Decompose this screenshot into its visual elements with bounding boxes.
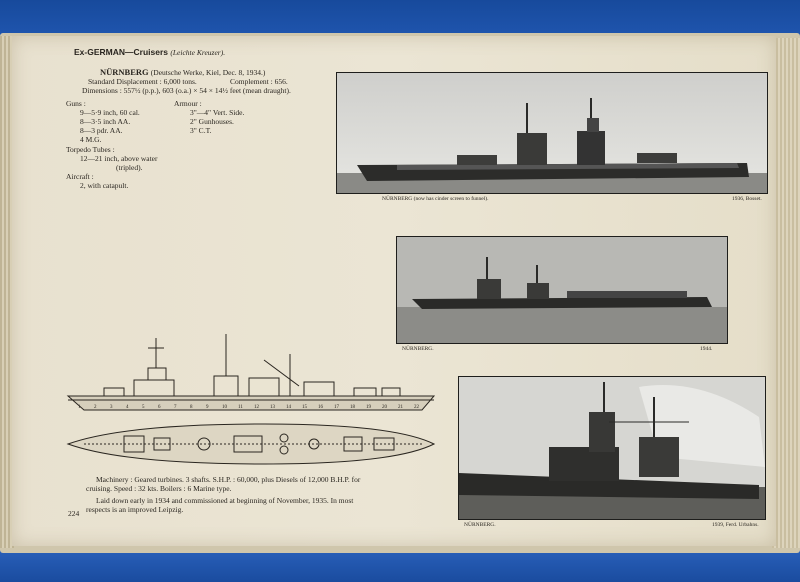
deck-number: 13 bbox=[270, 405, 276, 410]
guns-item: 8—3 pdr. AA. bbox=[80, 126, 123, 135]
history-text: respects is an improved Leipzig. bbox=[86, 505, 184, 514]
guns-item: 4 M.G. bbox=[80, 135, 102, 144]
deck-number: 3 bbox=[110, 405, 113, 410]
armour-title: Armour : bbox=[174, 99, 202, 108]
guns-item: 8—3·5 inch AA. bbox=[80, 117, 131, 126]
guns-item: 9—5·9 inch, 60 cal. bbox=[80, 108, 140, 117]
machinery-text: Machinery : Geared turbines. 3 shafts. S… bbox=[96, 475, 361, 484]
deck-number: 7 bbox=[174, 405, 177, 410]
armour-item: 2" Gunhouses. bbox=[190, 117, 234, 126]
guns-title: Guns : bbox=[66, 99, 86, 108]
ship-plan-drawing bbox=[64, 420, 439, 473]
page-number: 224 bbox=[68, 509, 80, 518]
torpedo-item: (tripled). bbox=[116, 163, 143, 172]
left-page-stack bbox=[0, 36, 14, 548]
aircraft-title: Aircraft : bbox=[66, 172, 94, 181]
armour-item: 3"—4" Vert. Side. bbox=[190, 108, 245, 117]
deck-number: 18 bbox=[350, 405, 356, 410]
photo-2-caption: NÜRNBERG. bbox=[402, 346, 434, 352]
right-page-stack bbox=[772, 38, 800, 548]
deck-number: 22 bbox=[414, 405, 420, 410]
ship-photo-3 bbox=[458, 376, 766, 520]
ship-name: NÜRNBERG bbox=[100, 67, 149, 77]
deck-number: 11 bbox=[238, 405, 243, 410]
section-header: Ex-GERMAN—Cruisers (Leichte Kreuzer). bbox=[74, 48, 225, 57]
aircraft-item: 2, with catapult. bbox=[80, 181, 129, 190]
deck-number: 9 bbox=[206, 405, 209, 410]
deck-number: 5 bbox=[142, 405, 145, 410]
ship-photo-2 bbox=[396, 236, 728, 344]
deck-number: 14 bbox=[286, 405, 292, 410]
ship-photo-1 bbox=[336, 72, 768, 194]
torpedo-title: Torpedo Tubes : bbox=[66, 145, 115, 154]
deck-number: 8 bbox=[190, 405, 193, 410]
history-text: Laid down early in 1934 and commissioned… bbox=[96, 496, 354, 505]
ship-builder: (Deutsche Werke, Kiel, Dec. 8, 1934.) bbox=[150, 68, 266, 77]
deck-number: 6 bbox=[158, 405, 161, 410]
deck-number: 20 bbox=[382, 405, 388, 410]
deck-number: 2 bbox=[94, 405, 97, 410]
deck-number: 1 bbox=[78, 405, 81, 410]
deck-number: 17 bbox=[334, 405, 340, 410]
book-page: Ex-GERMAN—Cruisers (Leichte Kreuzer). NÜ… bbox=[12, 36, 776, 546]
photo-3-credit: 1939, Ferd. Urbahns. bbox=[712, 522, 759, 528]
deck-number: 4 bbox=[126, 405, 129, 410]
ship-profile-drawing: 1 2 3 4 5 6 7 8 9 10 11 12 13 14 15 16 1… bbox=[64, 330, 439, 425]
ship-displacement: Standard Displacement : 6,000 tons. bbox=[88, 77, 197, 86]
photo-2-credit: 1944. bbox=[700, 346, 713, 352]
armour-item: 3" C.T. bbox=[190, 126, 212, 135]
photo-1-caption: NÜRNBERG (now has cinder screen to funne… bbox=[382, 196, 489, 202]
deck-number: 21 bbox=[398, 405, 404, 410]
photo-3-caption: NÜRNBERG. bbox=[464, 522, 496, 528]
machinery-text: cruising. Speed : 32 kts. Boilers : 6 Ma… bbox=[86, 484, 232, 493]
deck-number: 16 bbox=[318, 405, 324, 410]
deck-number: 19 bbox=[366, 405, 372, 410]
deck-number: 10 bbox=[222, 405, 228, 410]
section-type-note: (Leichte Kreuzer). bbox=[170, 48, 226, 57]
deck-number: 15 bbox=[302, 405, 308, 410]
ship-name-line: NÜRNBERG (Deutsche Werke, Kiel, Dec. 8, … bbox=[100, 68, 265, 77]
ship-complement: Complement : 656. bbox=[230, 77, 288, 86]
torpedo-item: 12—21 inch, above water bbox=[80, 154, 158, 163]
ship-dimensions: Dimensions : 557½ (p.p.), 603 (o.a.) × 5… bbox=[82, 86, 291, 95]
photo-1-credit: 1936, Bosset. bbox=[732, 196, 762, 202]
section-title: Ex-GERMAN—Cruisers bbox=[74, 47, 168, 57]
deck-number: 12 bbox=[254, 405, 260, 410]
